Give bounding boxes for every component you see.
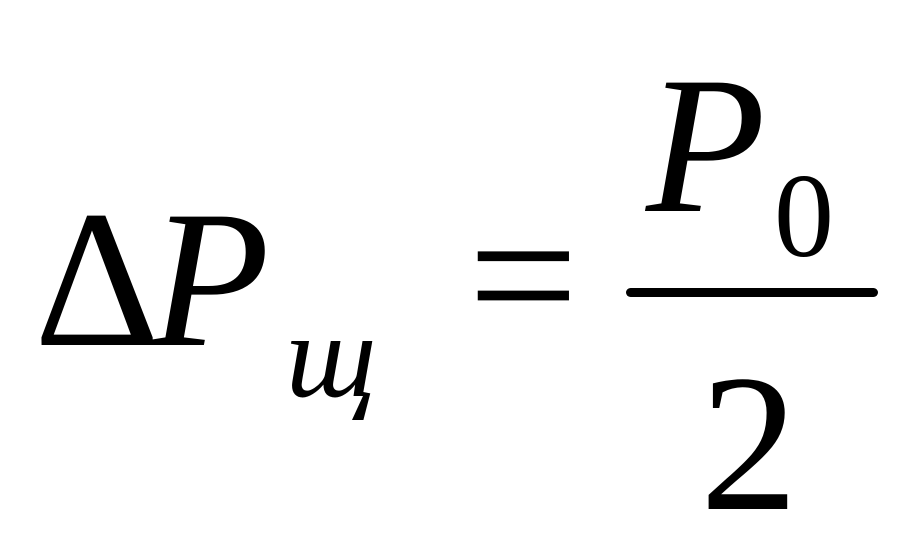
numerator-subscript: 0 <box>774 149 834 282</box>
numerator-variable: P <box>646 37 766 254</box>
fraction-bar <box>626 288 878 297</box>
equals-sign: = <box>468 167 579 384</box>
delta-symbol: Δ <box>34 171 161 388</box>
denominator: 2 <box>700 335 798 552</box>
lhs-variable: P <box>150 171 270 388</box>
lhs-subscript: щ <box>286 289 377 422</box>
